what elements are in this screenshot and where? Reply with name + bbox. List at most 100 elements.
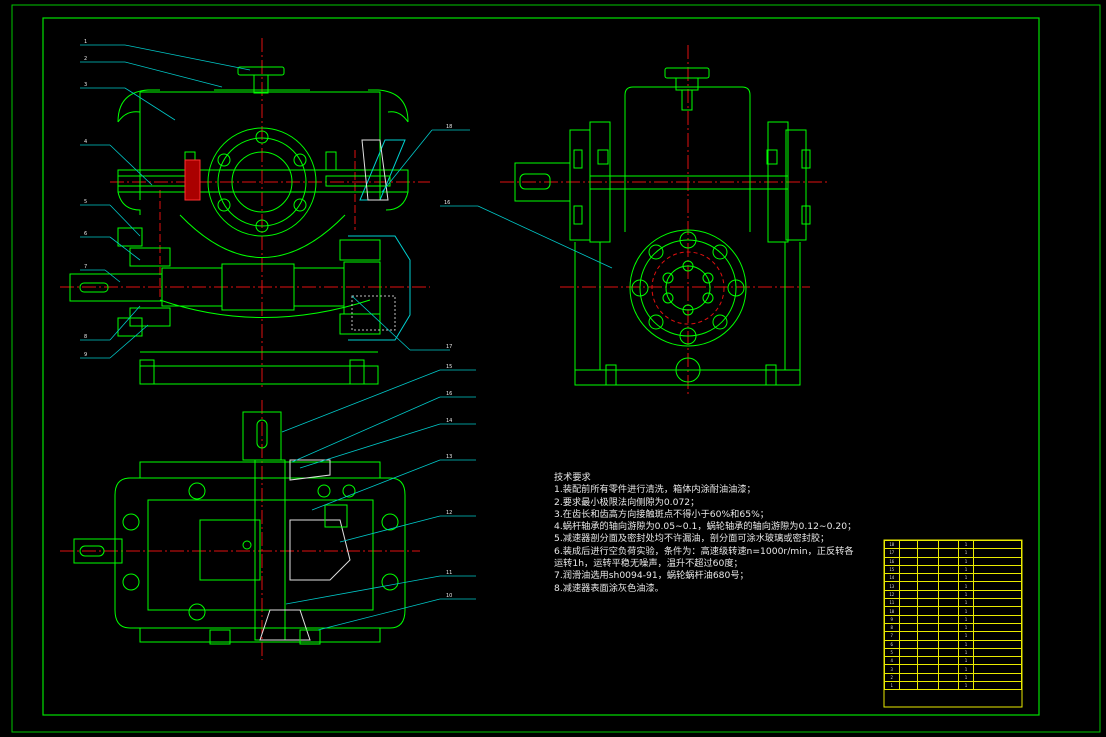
bom-cell: 3 [884,664,900,674]
note-6-cont: 运转1h，运转平稳无噪声，温升不超过60度； [554,558,743,570]
bom-cell [938,647,960,658]
bom-cell [898,664,918,674]
side-leader [440,205,613,269]
bom-cell: 1 [958,589,974,600]
bom-cell: 12 [884,589,900,600]
bom-cell: 16 [884,556,900,566]
note-4: 4.蜗杆轴承的轴向游隙为0.05∼0.1，蜗轮轴承的轴向游隙为0.12∼0.20… [554,521,857,533]
bom-cell [972,573,1023,583]
bom-cell [972,589,1023,600]
bom-cell: 1 [958,681,974,691]
bom-cell: 6 [884,639,900,649]
bom-cell [916,622,940,633]
bom-cell [972,647,1023,658]
bom-cell [916,664,940,674]
bom-row: 16 1 [884,556,1023,566]
balloon-13: 13 [446,454,452,460]
bom-cell: 1 [958,564,974,575]
bom-cell [916,581,940,591]
bom-cell [972,622,1023,633]
bom-cell [972,681,1023,691]
bom-cell: 1 [958,581,974,591]
balloon-11: 11 [446,570,452,576]
bom-cell [898,606,918,616]
bom-cell [972,548,1023,558]
bom-cell [916,647,940,658]
bom-cell: 1 [958,598,974,608]
bom-cell [898,598,918,608]
bom-cell: 7 [884,631,900,641]
balloon-6: 6 [84,231,87,237]
bom-cell [972,564,1023,575]
balloon-9: 9 [84,352,87,358]
bom-cell [938,556,960,566]
bom-cell [898,539,918,550]
balloon-14: 14 [446,418,452,424]
bom-cell: 8 [884,622,900,633]
bom-cell [938,581,960,591]
bom-row: 17 1 [884,548,1023,558]
bom-cell [972,631,1023,641]
bom-cell [938,664,960,674]
bom-cell [972,606,1023,616]
bom-cell [916,639,940,649]
technical-requirements: 技术要求 1.装配前所有零件进行清洗，箱体内涂耐油油漆； 2.要求最小极限法向侧… [554,472,856,595]
bom-cell: 15 [884,564,900,575]
front-view [60,38,430,390]
bom-cell [938,656,960,666]
note-8: 8.减速器表面涂灰色油漆。 [554,582,664,594]
bom-row: 15 1 [884,564,1023,575]
note-7: 7.润滑油选用sh0094-91，蜗轮蜗杆油680号； [554,570,749,582]
bom-cell [972,598,1023,608]
balloon-12: 12 [446,510,452,516]
bom-cell [972,672,1023,683]
note-2: 2.要求最小极限法向侧隙为0.072； [554,496,700,508]
note-5: 5.减速器剖分面及密封处均不许漏油，剖分面可涂水玻璃或密封胶； [554,533,830,545]
inner-frame [42,17,1040,716]
bom-cell: 1 [958,656,974,666]
front-leaders [80,44,470,359]
bom-cell: 1 [958,556,974,566]
bom-cell: 1 [958,548,974,558]
bom-cell [898,556,918,566]
bom-cell [898,631,918,641]
bom-cell [916,681,940,691]
balloon-3: 3 [84,82,87,88]
bom-cell: 1 [958,606,974,616]
top-view [60,400,420,660]
bom-cell [938,606,960,616]
bom-cell: 17 [884,548,900,558]
bom-cell [898,672,918,683]
bom-cell: 1 [884,681,900,691]
bom-cell: 9 [884,614,900,624]
bom-cell [938,631,960,641]
bom-row: 12 1 [884,589,1023,600]
top-balloon-labels: 15 16 14 13 12 11 10 [446,364,452,599]
bom-cell: 1 [958,664,974,674]
bom-cell: 1 [958,639,974,649]
balloon-18: 18 [446,124,452,130]
bom-cell [916,598,940,608]
bom-cell [972,656,1023,666]
bom-cell [938,672,960,683]
bom-cell [898,614,918,624]
bom-cell [916,631,940,641]
bom-cell [938,573,960,583]
bom-cell [972,664,1023,674]
bom-cell [916,548,940,558]
balloon-5: 5 [84,199,87,205]
bom-cell [972,614,1023,624]
bom-cell [898,656,918,666]
front-balloon-labels: 1 2 3 4 5 6 7 8 9 18 17 [84,39,452,358]
bom-cell [972,556,1023,566]
bom-cell: 4 [884,656,900,666]
